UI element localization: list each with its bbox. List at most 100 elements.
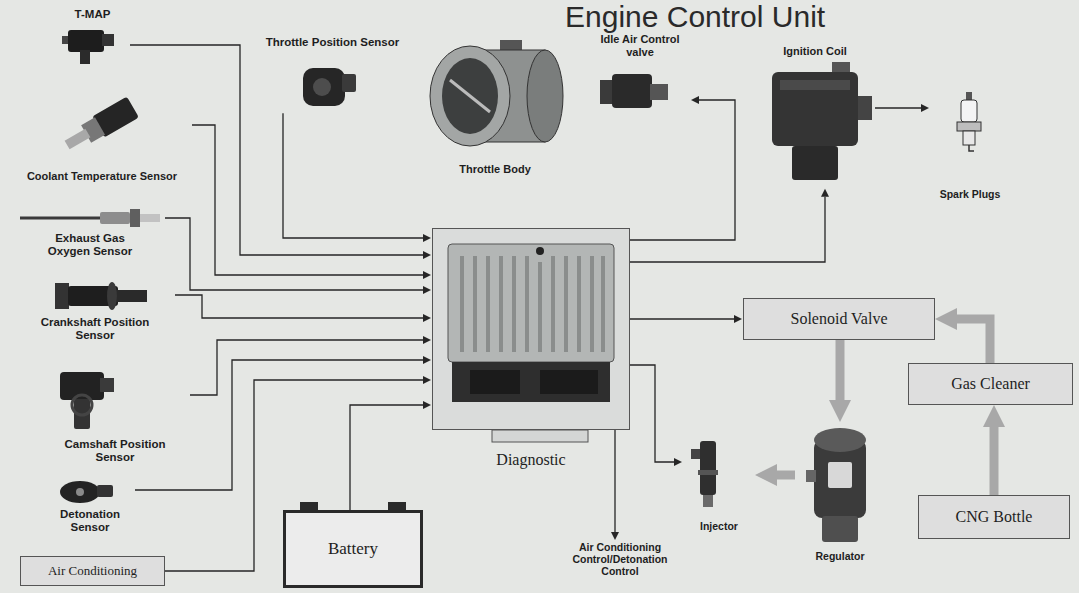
plug-terminal xyxy=(966,92,972,100)
throttle-body: Throttle Body xyxy=(420,35,570,176)
camshaft-position-sensor: Camshaft Position Sensor xyxy=(40,366,190,464)
sensor-plug xyxy=(100,378,114,392)
ecu-picture xyxy=(432,228,630,442)
ecu-fin xyxy=(525,256,529,352)
signal-wire xyxy=(165,218,423,290)
box-label: Diagnostic xyxy=(433,451,629,469)
coolant-temperature-sensor: Coolant Temperature Sensor xyxy=(12,88,192,183)
regulator-plate xyxy=(828,462,852,488)
signal-wire xyxy=(130,45,423,255)
connectors xyxy=(130,45,994,571)
ecu-connector xyxy=(470,370,520,394)
sensor-nozzle xyxy=(80,50,90,64)
ecu-fin xyxy=(486,256,490,352)
part-label: Spark Plugs xyxy=(930,188,1010,200)
ecu-fin xyxy=(499,256,503,352)
signal-wire xyxy=(614,430,615,532)
tmap-sensor: T-MAP xyxy=(55,8,130,65)
input-box: Air Conditioning xyxy=(20,556,165,586)
ecu-connector xyxy=(540,370,598,394)
valve-body xyxy=(612,74,652,108)
idle-air-control-valve: Idle Air Control valve xyxy=(590,33,690,113)
box-label: CNG Bottle xyxy=(956,508,1033,526)
signal-wire xyxy=(175,295,423,318)
diagram-title: Engine Control Unit xyxy=(565,0,825,33)
plug-insulator xyxy=(961,100,977,122)
sensor-cable xyxy=(20,217,100,220)
oxygen-sensor-picture xyxy=(20,209,160,227)
signal-wire xyxy=(192,125,423,275)
coolant-sensor-picture xyxy=(61,97,139,156)
flow-arrow xyxy=(957,319,990,363)
regulator-dome xyxy=(814,428,866,452)
ecu-fin xyxy=(473,256,477,352)
sensor-plug xyxy=(102,34,114,46)
body-end xyxy=(527,50,563,142)
coil-plug xyxy=(858,96,872,120)
ecu-fin xyxy=(577,256,581,352)
ecu-connector-block xyxy=(452,362,610,402)
output-note: Air Conditioning Control/Detonation Cont… xyxy=(555,541,685,577)
ecu-screw xyxy=(536,247,544,255)
tps-picture xyxy=(303,68,356,106)
part-label: Camshaft Position Sensor xyxy=(50,438,180,464)
part-label: Detonation Sensor xyxy=(50,508,130,534)
part-label: Throttle Position Sensor xyxy=(250,36,415,49)
signal-wire xyxy=(283,113,423,238)
crankshaft-sensor-picture xyxy=(55,282,147,310)
camshaft-sensor-picture xyxy=(60,372,114,429)
part-label: Coolant Temperature Sensor xyxy=(12,170,192,183)
part-label: Throttle Body xyxy=(420,163,570,176)
regulator-base xyxy=(822,516,858,542)
injector-nozzle xyxy=(703,495,713,507)
regulator-picture xyxy=(806,428,866,542)
body-bore xyxy=(442,58,498,134)
sensor-body xyxy=(68,30,104,52)
throttle-body-picture xyxy=(430,40,563,146)
valve-flange xyxy=(600,80,614,104)
injector-picture xyxy=(691,441,718,507)
signal-wire xyxy=(630,100,735,240)
part-label: Regulator xyxy=(795,550,885,562)
sensor-tip xyxy=(117,290,147,302)
ecu-case xyxy=(448,244,614,362)
ecu-fin xyxy=(564,256,568,352)
signal-wire xyxy=(630,318,734,319)
sensor-tip xyxy=(140,214,160,222)
fuel-injector: Injector xyxy=(683,436,755,532)
signal-wire xyxy=(630,197,825,262)
signal-wire xyxy=(630,365,674,462)
engine-control-unit: Diagnostic xyxy=(432,228,630,430)
process-box: Gas Cleaner xyxy=(908,363,1073,405)
ignition-coil: Ignition Coil xyxy=(755,45,875,188)
part-label: Crankshaft Position Sensor xyxy=(25,316,165,342)
sensor-plug xyxy=(55,283,69,309)
sensor-body xyxy=(60,481,100,503)
signal-wire xyxy=(190,340,423,395)
coil-base xyxy=(792,146,838,180)
crankshaft-position-sensor: Crankshaft Position Sensor xyxy=(15,276,175,342)
process-box: CNG Bottle xyxy=(918,495,1070,539)
coil-picture xyxy=(772,62,872,180)
flow-arrow xyxy=(990,427,999,495)
knock-sensor-picture xyxy=(60,481,113,503)
ecu-fin xyxy=(601,256,605,352)
part-label: Ignition Coil xyxy=(755,45,875,58)
sensor-flange xyxy=(107,282,117,310)
part-label: T-MAP xyxy=(55,8,130,21)
throttle-plate xyxy=(450,80,490,112)
spark-plugs: Spark Plugs xyxy=(930,88,1010,200)
sensor-ring xyxy=(72,395,92,415)
spark-plug-picture xyxy=(957,92,981,151)
regulator-outlet xyxy=(806,470,816,482)
sensor-hex xyxy=(130,209,140,227)
coil-body xyxy=(772,72,858,146)
part-label: Exhaust Gas Oxygen Sensor xyxy=(40,232,140,258)
ecu-ground xyxy=(432,228,630,430)
injector-ring xyxy=(698,470,718,475)
tmap-picture xyxy=(62,30,114,64)
throttle-position-sensor: Throttle Position Sensor xyxy=(250,36,415,113)
process-box: Solenoid Valve xyxy=(743,298,935,340)
coil-rib xyxy=(780,80,850,90)
